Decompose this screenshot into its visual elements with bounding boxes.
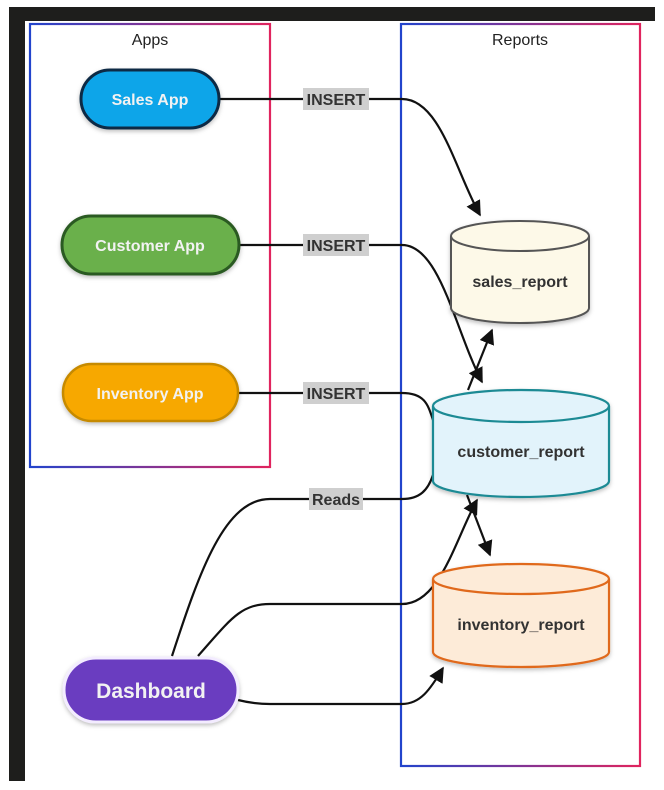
edge-sales-app-to-sales-report[interactable]: [219, 97, 481, 217]
group-reports-border: [399, 22, 642, 768]
edge-dashboard-to-inventory-report[interactable]: [237, 666, 444, 706]
node-customer-report[interactable]: customer_report: [431, 388, 611, 499]
edge-label-reads: Reads: [309, 488, 363, 510]
inventory-app-label: Inventory App: [97, 386, 204, 403]
dashboard-shape[interactable]: [62, 656, 240, 724]
sales-app-shape[interactable]: [79, 68, 221, 130]
edges: [170, 97, 495, 706]
svg-text:INSERT: INSERT: [307, 92, 366, 109]
customer-report-rim: [431, 405, 611, 424]
edge-dashboard-to-customer-report[interactable]: [197, 498, 478, 657]
svg-text:Reads: Reads: [312, 492, 360, 509]
node-sales-report[interactable]: sales_report: [450, 220, 590, 324]
node-inventory-app[interactable]: Inventory App: [61, 362, 240, 423]
node-sales-app[interactable]: Sales App: [79, 68, 221, 130]
inventory-report-rim: [431, 578, 611, 596]
sales-report-body[interactable]: [450, 220, 590, 324]
sales-report-rim: [450, 235, 590, 252]
node-inventory-report[interactable]: inventory_report: [431, 562, 611, 669]
sales-app-label: Sales App: [112, 92, 189, 109]
edge-dashboard-reads-customer-report[interactable]: [170, 474, 435, 657]
edge-customer-report-to-sales-report[interactable]: [466, 328, 495, 391]
edge-label-insert-inventory: INSERT: [303, 382, 369, 404]
inventory-report-body[interactable]: [431, 562, 611, 669]
group-reports-title: Reports: [492, 32, 548, 49]
edge-label-insert-customer: INSERT: [303, 234, 369, 256]
node-dashboard[interactable]: Dashboard: [62, 656, 240, 724]
inventory-report-label: inventory_report: [457, 617, 585, 634]
dashboard-label: Dashboard: [96, 680, 206, 703]
group-reports: Reports: [399, 22, 642, 768]
edge-customer-app-to-customer-report[interactable]: [240, 243, 483, 384]
customer-app-shape[interactable]: [60, 214, 241, 276]
edge-label-insert-sales: INSERT: [303, 88, 369, 110]
customer-report-label: customer_report: [457, 444, 585, 461]
svg-text:INSERT: INSERT: [307, 386, 366, 403]
sales-report-label: sales_report: [472, 274, 568, 291]
customer-report-body[interactable]: [431, 388, 611, 499]
group-apps-title: Apps: [132, 32, 168, 49]
edge-inventory-app-to-customer-report[interactable]: [238, 391, 435, 421]
inventory-app-shape[interactable]: [61, 362, 240, 423]
edge-customer-report-to-inventory-report[interactable]: [465, 494, 493, 557]
svg-text:INSERT: INSERT: [307, 238, 366, 255]
customer-app-label: Customer App: [95, 238, 205, 255]
node-customer-app[interactable]: Customer App: [60, 214, 241, 276]
